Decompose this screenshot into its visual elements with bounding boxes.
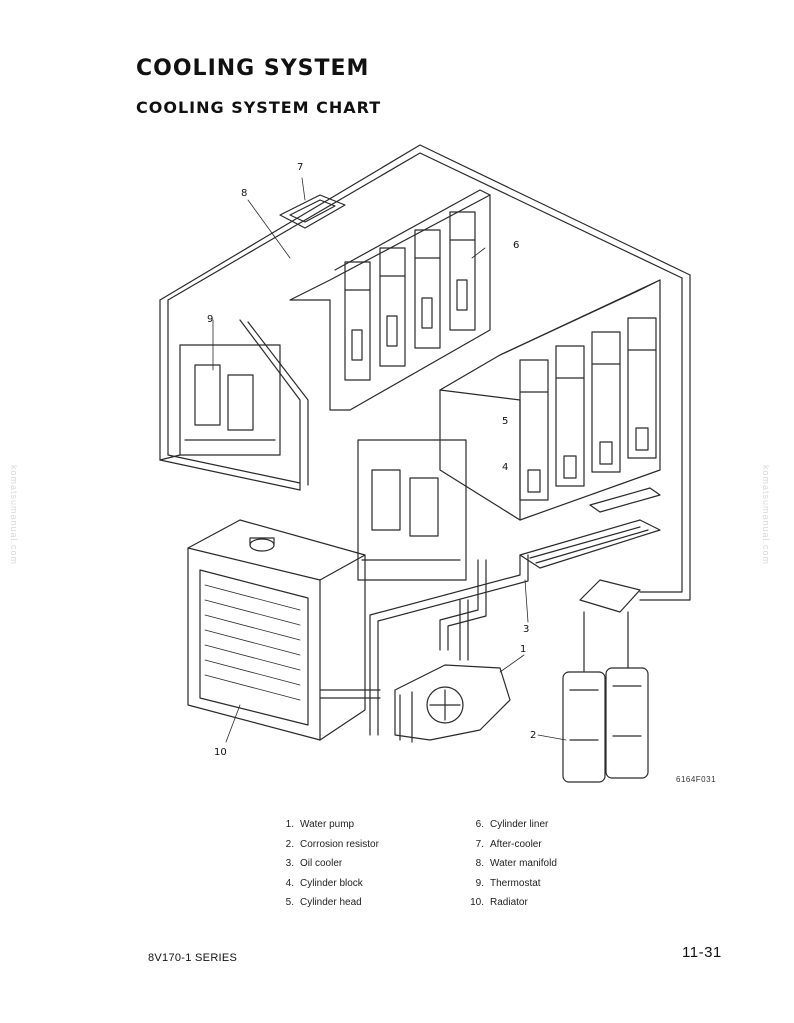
legend-item: 10.Radiator — [470, 897, 528, 908]
legend-label: Oil cooler — [300, 858, 343, 869]
callout-4: 4 — [502, 462, 508, 473]
oil-cooler — [519, 487, 661, 569]
legend-label: Radiator — [490, 897, 528, 908]
thermostat-right — [357, 439, 467, 581]
callout-3: 3 — [523, 624, 529, 635]
legend-label: Corrosion resistor — [300, 838, 379, 850]
corrosion-resistor — [562, 579, 649, 783]
radiator — [187, 519, 366, 741]
legend-item: 4.Cylinder block — [285, 877, 363, 889]
series-label: 8V170-1 SERIES — [148, 952, 238, 964]
legend-item: 5.Cylinder head — [285, 897, 362, 908]
legend-item: 2.Corrosion resistor — [285, 838, 379, 850]
water-pump — [394, 664, 511, 743]
legend-item: 3.Oil cooler — [285, 858, 343, 869]
section-title: COOLING SYSTEM CHART — [136, 98, 382, 117]
figure-code: 6164F031 — [676, 775, 717, 784]
legend-item: 6.Cylinder liner — [475, 819, 549, 830]
legend-label: After-cooler — [490, 838, 542, 850]
callout-6: 6 — [513, 240, 519, 251]
page-title: COOLING SYSTEM — [136, 56, 370, 81]
page-number: 11-31 — [682, 944, 722, 961]
legend-left: 1.Water pump 2.Corrosion resistor 3.Oil … — [278, 815, 379, 913]
watermark-left: komatsumanual.com — [9, 464, 20, 566]
legend-label: Water pump — [300, 819, 355, 830]
thermostat-left — [159, 344, 281, 461]
legend-label: Water manifold — [490, 858, 557, 869]
watermark-right: komatsumanual.com — [761, 464, 772, 566]
callout-7: 7 — [297, 162, 303, 173]
legend-label: Cylinder block — [300, 877, 363, 889]
callout-labels: 7 8 6 9 5 4 3 1 2 10 — [207, 162, 536, 758]
callout-5: 5 — [502, 416, 508, 427]
legend-item: 9.Thermostat — [475, 877, 541, 889]
legend-label: Cylinder liner — [490, 819, 549, 830]
cylinder-bank-rear — [289, 189, 491, 411]
cylinder-bank-front — [439, 279, 661, 521]
leader-lines — [212, 177, 567, 743]
legend-label: Cylinder head — [300, 897, 362, 908]
callout-1: 1 — [520, 644, 526, 655]
legend-label: Thermostat — [490, 877, 541, 889]
callout-10: 10 — [214, 747, 227, 758]
callout-2: 2 — [530, 730, 536, 741]
callout-8: 8 — [241, 188, 247, 199]
legend-right: 6.Cylinder liner 7.After-cooler 8.Water … — [468, 815, 557, 913]
legend-item: 1.Water pump — [285, 819, 355, 830]
after-cooler — [279, 194, 346, 229]
callout-9: 9 — [207, 314, 213, 325]
legend-item: 8.Water manifold — [475, 858, 557, 869]
legend-item: 7.After-cooler — [475, 838, 542, 850]
